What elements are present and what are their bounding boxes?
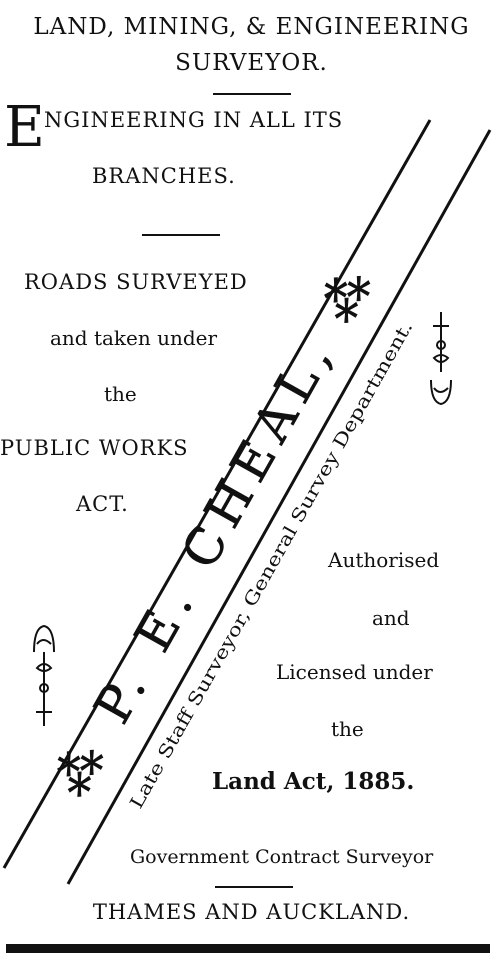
header-title-line2: SURVEYOR. xyxy=(175,50,328,76)
header-divider xyxy=(213,93,291,95)
banner-line-left xyxy=(2,119,432,869)
authorised-line1: Authorised xyxy=(328,548,440,572)
authorised-line5: Land Act, 1885. xyxy=(212,768,415,795)
roads-line2: and taken under xyxy=(50,326,218,350)
location-line: THAMES AND AUCKLAND. xyxy=(92,900,411,924)
engineering-heading-line2: BRANCHES. xyxy=(92,164,236,188)
flourish-ornament-right-icon xyxy=(430,312,452,406)
engineering-heading-line1: NGINEERING IN ALL ITS xyxy=(44,108,344,132)
roads-line5: ACT. xyxy=(76,492,129,516)
flourish-ornament-left-icon xyxy=(33,624,55,726)
banner-line-right xyxy=(66,129,492,885)
engineering-divider xyxy=(142,234,220,236)
roads-line3: the xyxy=(104,382,137,406)
authorised-line2: and xyxy=(372,606,410,630)
banner-name: ⁂ P. E. CHEAL, ⁂ xyxy=(42,252,389,806)
authorised-line3: Licensed under xyxy=(276,660,433,684)
drop-cap-e: E xyxy=(4,95,45,160)
header-title-line1: LAND, MINING, & ENGINEERING xyxy=(33,14,470,40)
roads-line1: ROADS SURVEYED xyxy=(24,270,248,294)
bottom-heavy-rule xyxy=(6,944,490,953)
footer-divider xyxy=(215,886,293,888)
authorised-line4: the xyxy=(331,717,364,741)
roads-line4: PUBLIC WORKS xyxy=(0,436,189,460)
contract-surveyor-line: Government Contract Surveyor xyxy=(130,846,434,868)
